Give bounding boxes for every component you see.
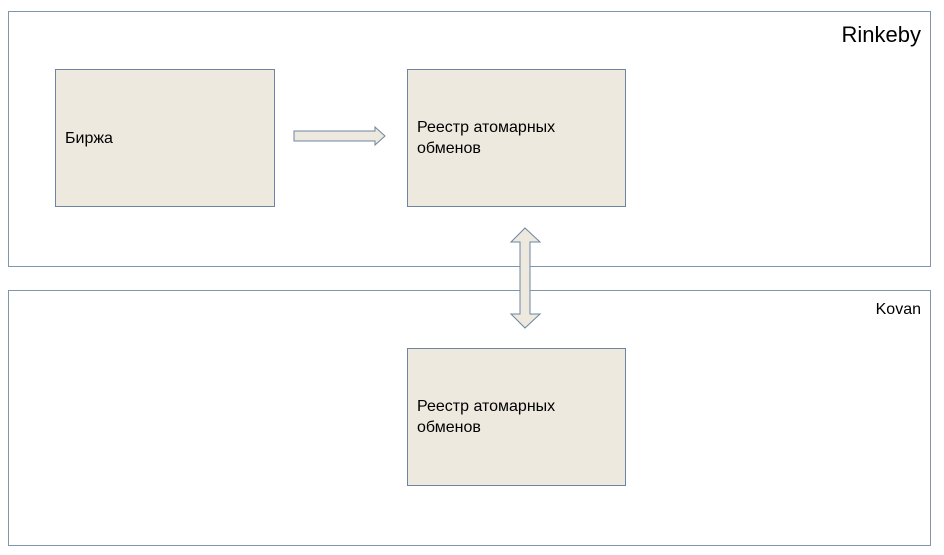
registry-node-kovan-label: Реестр атомарных обменов — [417, 398, 556, 436]
network-rinkeby-label: Rinkeby — [841, 22, 921, 47]
network-kovan-label: Kovan — [875, 301, 921, 318]
exchange-node-label: Биржа — [65, 129, 113, 147]
registry-node-kovan[interactable]: Реестр атомарных обменов — [407, 348, 626, 486]
registry-node-rinkeby-label: Реестр атомарных обменов — [417, 119, 556, 157]
exchange-node[interactable]: Биржа — [55, 69, 275, 207]
registry-node-rinkeby[interactable]: Реестр атомарных обменов — [407, 69, 626, 207]
